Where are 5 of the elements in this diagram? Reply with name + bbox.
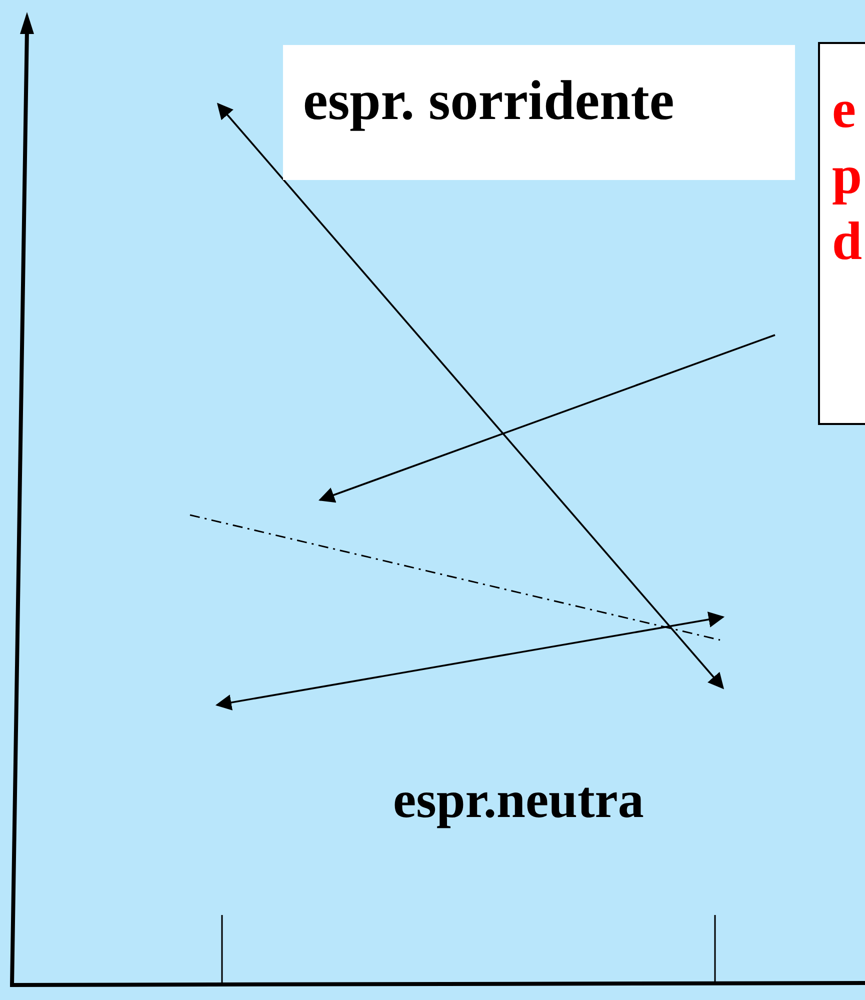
box-text: espr. sorridente: [303, 73, 674, 129]
box-text: e p d: [832, 79, 862, 271]
text-box: [818, 42, 865, 425]
text-box: [283, 45, 795, 180]
axis-label: espr.neutra: [393, 775, 644, 827]
